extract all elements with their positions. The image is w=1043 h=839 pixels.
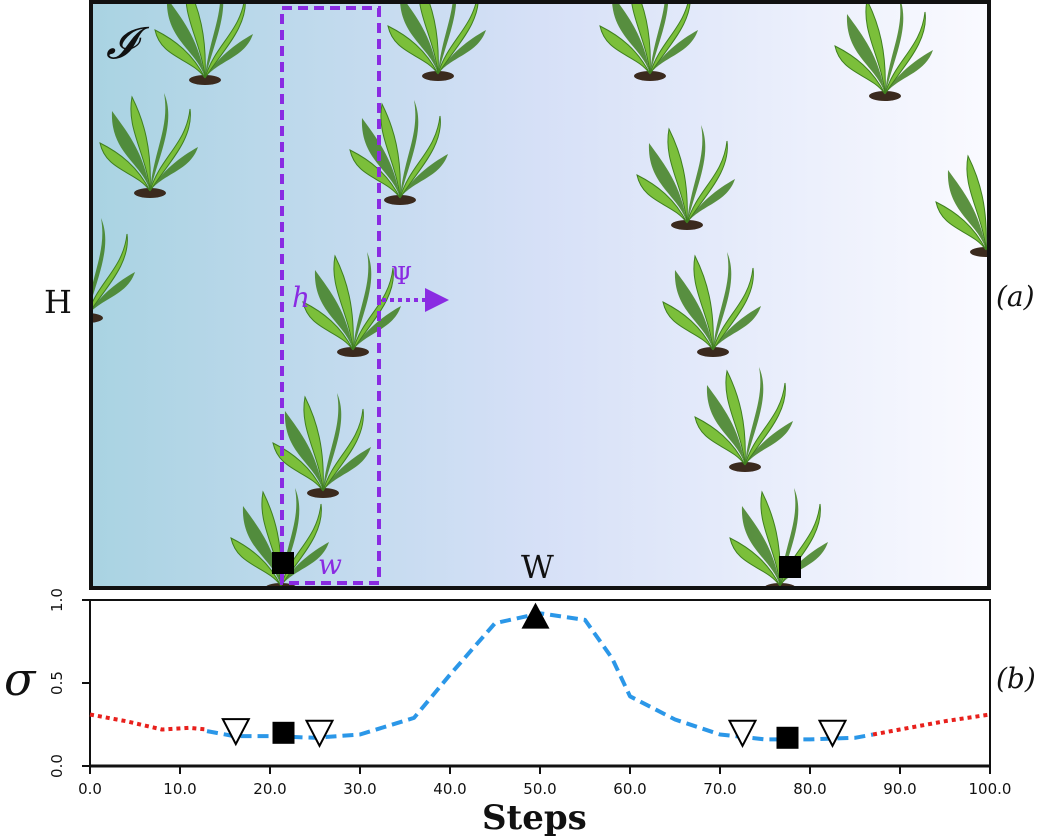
- x-tick-label: 70.0: [703, 780, 736, 798]
- x-tick-label: 30.0: [343, 780, 376, 798]
- x-axis: 0.0 10.0 20.0 30.0 40.0 50.0 60.0 70.0 80.0 90.0 1…: [78, 764, 1012, 798]
- window-width-label: w: [318, 548, 342, 581]
- series-line-dotted: [89, 712, 208, 732]
- marker-square: [272, 721, 295, 744]
- y-tick-label: 0.0: [48, 754, 66, 778]
- x-tick-label: 80.0: [793, 780, 826, 798]
- panel-b-label: (b): [996, 662, 1036, 695]
- x-axis-label: Steps: [482, 798, 587, 838]
- marker-square-left: [272, 552, 294, 574]
- panel-a: 𝓘 h w Ψ H W (a): [44, 0, 1035, 590]
- marker-triangle-down: [221, 718, 251, 747]
- image-frame: [89, 0, 991, 590]
- panel-b: 0.0 0.5 1.0 0.0 10.0 20.0 30.0 40.0 50.0 60.0 70.…: [4, 588, 1036, 838]
- marker-triangle-down: [304, 719, 335, 748]
- image-background: [91, 2, 989, 588]
- window-height-label: h: [292, 281, 310, 314]
- height-label: H: [44, 283, 72, 321]
- sliding-window: [280, 6, 381, 585]
- marker-triangle-up: [521, 602, 550, 629]
- panel-a-label: (a): [996, 280, 1035, 313]
- y-tick-label: 1.0: [48, 588, 66, 612]
- x-tick-label: 20.0: [253, 780, 286, 798]
- marker-square-right: [779, 556, 801, 578]
- series-layer: [89, 611, 991, 742]
- series-line-dotted: [872, 712, 991, 737]
- x-tick-label: 10.0: [163, 780, 196, 798]
- markers-layer: [221, 602, 848, 749]
- shift-label: Ψ: [391, 262, 412, 290]
- x-tick-label: 90.0: [883, 780, 916, 798]
- x-tick-label: 0.0: [78, 780, 102, 798]
- marker-triangle-down: [817, 719, 848, 748]
- series-line-dashed: [206, 611, 874, 742]
- x-tick-label: 60.0: [613, 780, 646, 798]
- y-axis-label: σ: [4, 652, 37, 706]
- x-tick-label: 40.0: [433, 780, 466, 798]
- marker-square: [776, 726, 799, 749]
- width-label: W: [521, 548, 554, 586]
- x-tick-label: 50.0: [523, 780, 556, 798]
- marker-triangle-down: [727, 719, 758, 748]
- shift-arrow-head: [425, 288, 449, 312]
- x-tick-label: 100.0: [969, 780, 1012, 798]
- y-tick-label: 0.5: [48, 671, 66, 695]
- y-axis: 0.0 0.5 1.0: [48, 588, 90, 778]
